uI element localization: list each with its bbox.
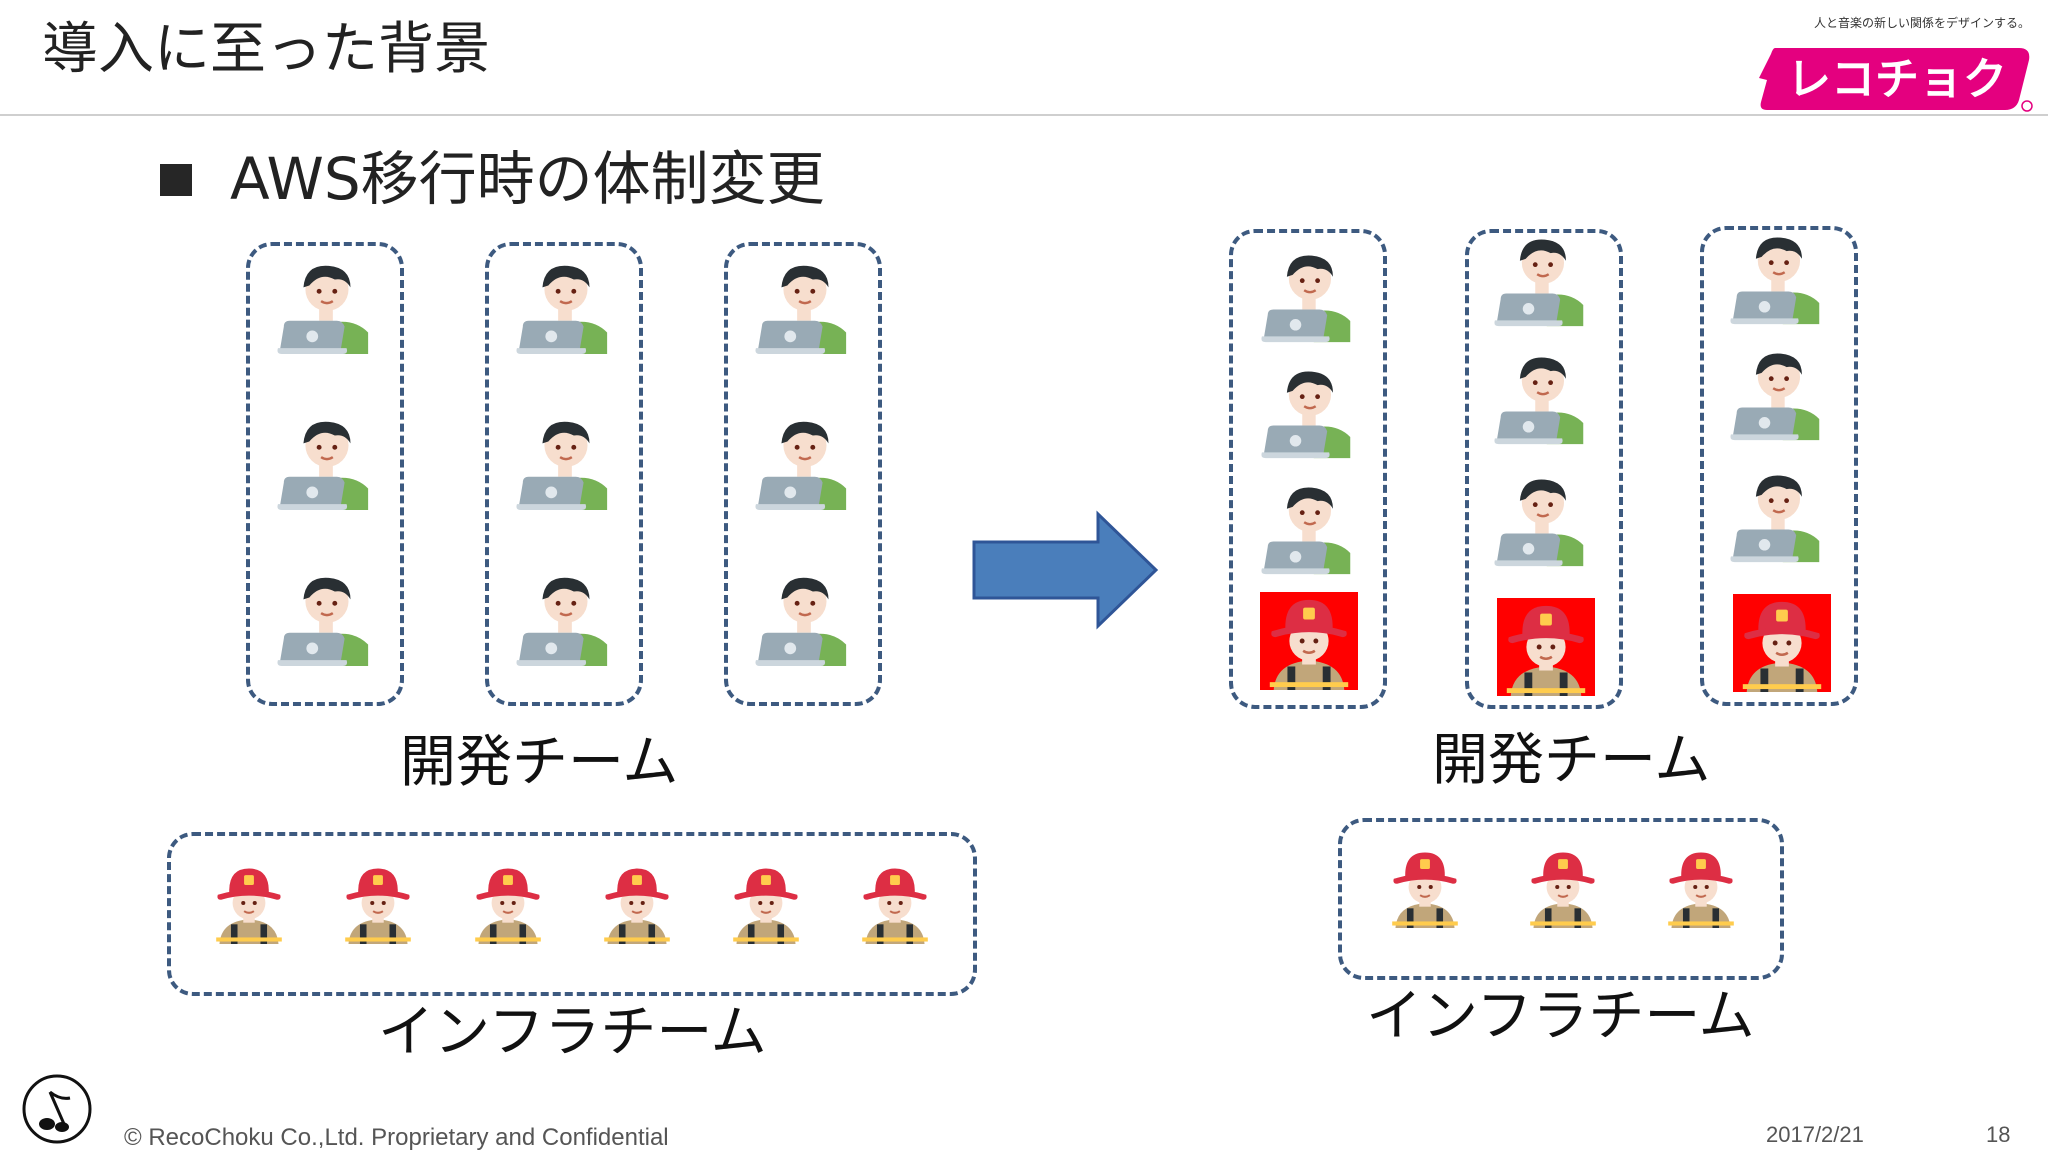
after-dev-team-box-3 <box>1700 226 1858 706</box>
technologist-icon <box>1729 468 1825 564</box>
technologist-icon <box>754 258 852 356</box>
firefighter-icon <box>1497 598 1595 696</box>
before-dev-team-box-2 <box>485 242 643 706</box>
technologist-icon <box>1493 232 1589 328</box>
bullet-marker <box>160 164 192 196</box>
technologist-icon <box>754 570 852 668</box>
brand-logo-text: レコチョク <box>1787 54 2007 105</box>
after-infra-team-box <box>1338 818 1784 980</box>
after-infra-team-label: インフラチーム <box>1366 984 1755 1049</box>
firefighter-icon <box>1384 846 1466 928</box>
before-dev-team-box-1 <box>246 242 404 706</box>
firefighter-icon <box>1260 592 1358 690</box>
technologist-icon <box>1729 230 1825 326</box>
right-arrow-icon <box>972 510 1159 630</box>
firefighter-icon <box>596 862 678 944</box>
technologist-icon <box>276 258 374 356</box>
presentation-date: 2017/2/21 <box>1766 1122 1864 1147</box>
technologist-icon <box>1493 472 1589 568</box>
firefighter-icon <box>1660 846 1742 928</box>
firefighter-icon <box>725 862 807 944</box>
header-divider <box>0 114 2048 116</box>
technologist-icon <box>1729 346 1825 442</box>
before-dev-team-label: 開発チーム <box>400 730 679 795</box>
firefighter-icon <box>854 862 936 944</box>
brand-logo: レコチョク <box>1759 48 2033 112</box>
firefighter-icon <box>337 862 419 944</box>
music-note-logo <box>22 1074 92 1144</box>
before-dev-team-box-3 <box>724 242 882 706</box>
brand-tagline: 人と音楽の新しい関係をデザインする。 <box>1813 16 2030 30</box>
bullet-heading: AWS移行時の体制変更 <box>230 145 825 213</box>
technologist-icon <box>754 414 852 512</box>
technologist-icon <box>1260 364 1356 460</box>
after-dev-team-box-1 <box>1229 229 1387 709</box>
firefighter-icon <box>1522 846 1604 928</box>
firefighter-icon <box>1733 594 1831 692</box>
copyright-notice: © RecoChoku Co.,Ltd. Proprietary and Con… <box>124 1124 669 1151</box>
technologist-icon <box>515 414 613 512</box>
firefighter-icon <box>208 862 290 944</box>
before-infra-team-label: インフラチーム <box>378 1000 767 1065</box>
before-infra-team-box <box>167 832 977 996</box>
page-number: 18 <box>1986 1122 2011 1147</box>
firefighter-icon <box>467 862 549 944</box>
after-dev-team-label: 開発チーム <box>1432 728 1711 793</box>
technologist-icon <box>276 414 374 512</box>
technologist-icon <box>515 570 613 668</box>
technologist-icon <box>515 258 613 356</box>
technologist-icon <box>276 570 374 668</box>
technologist-icon <box>1260 248 1356 344</box>
after-dev-team-box-2 <box>1465 229 1623 709</box>
technologist-icon <box>1260 480 1356 576</box>
technologist-icon <box>1493 350 1589 446</box>
page-title: 導入に至った背景 <box>42 17 490 82</box>
